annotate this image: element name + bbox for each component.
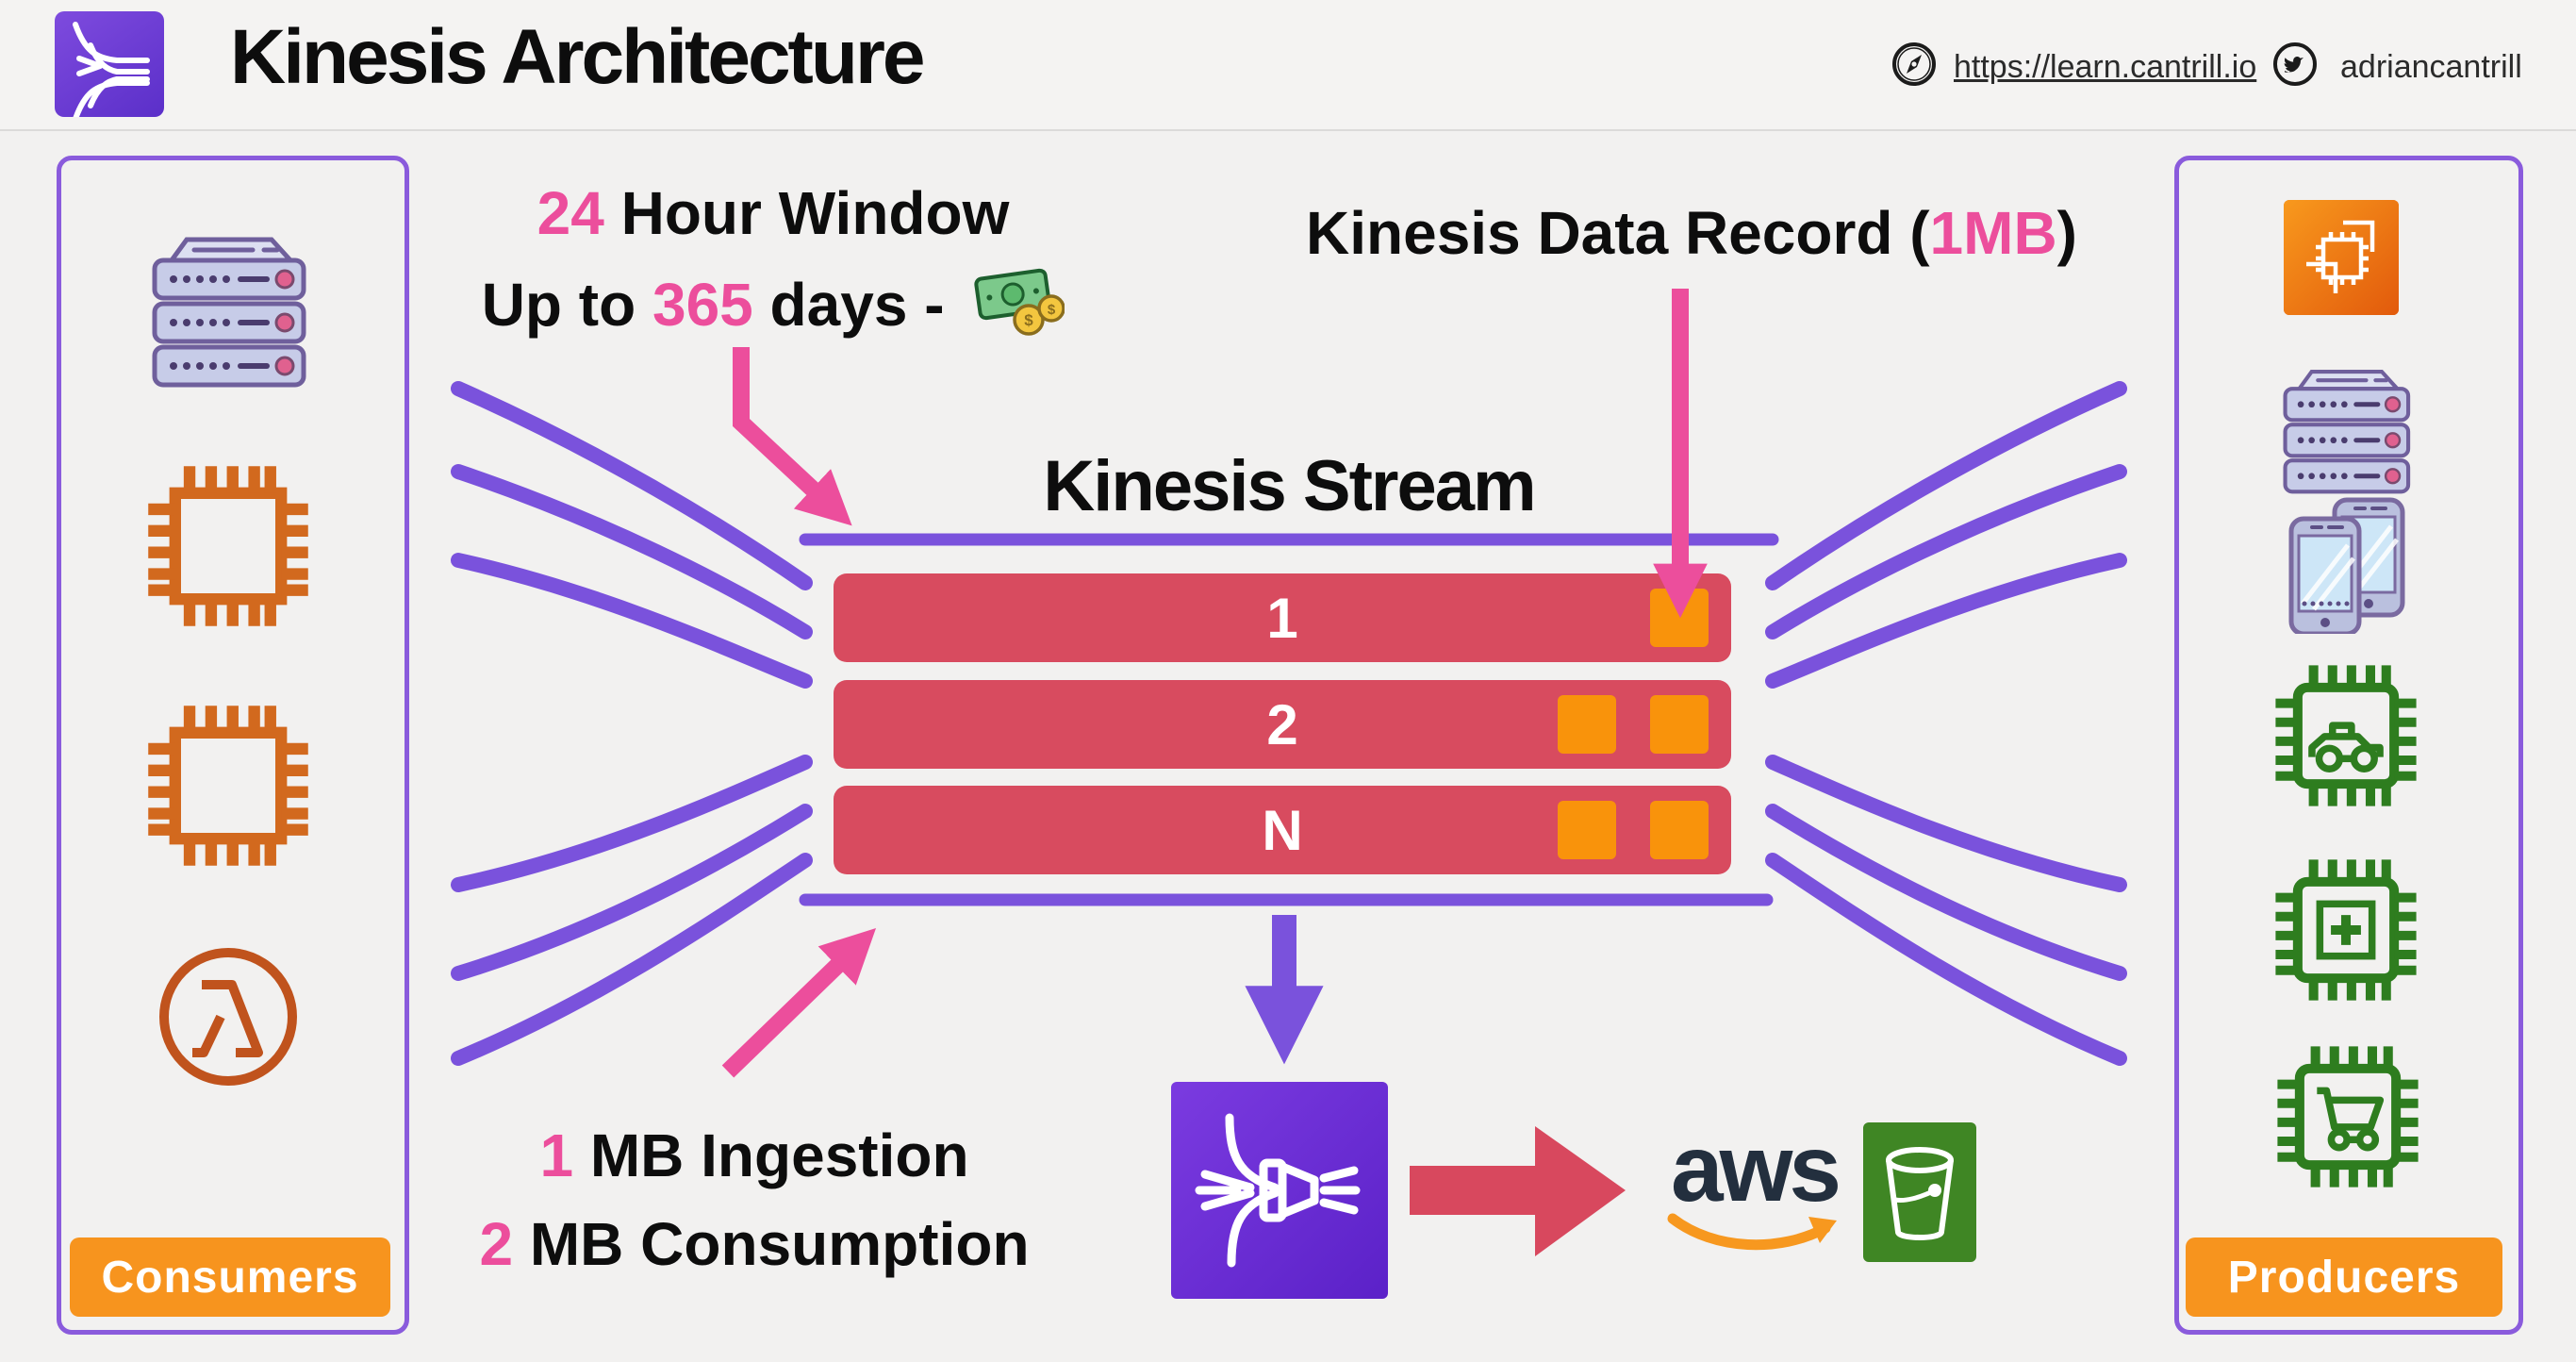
compass-icon — [1892, 42, 1936, 86]
cpu-chip-icon — [148, 706, 308, 866]
retention-hours: 24 — [537, 179, 604, 247]
retention-days: 365 — [652, 271, 753, 339]
consumption-rate: 2 — [479, 1210, 514, 1278]
server-stack-icon — [152, 237, 306, 388]
throughput-arrow — [721, 927, 877, 1078]
iot-cart-chip-icon — [2277, 1046, 2419, 1188]
svg-text:$: $ — [1048, 302, 1056, 318]
header-bar: Kinesis Architecture https://learn.cantr… — [0, 0, 2576, 131]
data-record-annotation: Kinesis Data Record (1MB) — [1306, 199, 2077, 267]
ec2-icon — [2284, 200, 2399, 315]
lambda-icon — [159, 948, 297, 1086]
kinesis-firehose-icon — [1171, 1082, 1388, 1299]
shard-row-n: N — [834, 786, 1731, 874]
data-record-square — [1650, 695, 1709, 754]
iot-medical-chip-icon — [2275, 859, 2417, 1001]
retention-arrow — [733, 347, 852, 526]
consumers-badge: Consumers — [70, 1237, 390, 1317]
shard-row-1: 1 — [834, 573, 1731, 662]
kinesis-logo-icon — [55, 11, 164, 122]
shard-label: N — [1262, 798, 1303, 862]
shard-row-2: 2 — [834, 680, 1731, 769]
server-leds-row2 — [170, 319, 270, 326]
shard-label: 1 — [1266, 586, 1298, 650]
svg-text:$: $ — [1025, 311, 1034, 329]
retention-annotation: 24 Hour Window Up to 365 days - $ $ — [443, 168, 1103, 351]
consumers-label: Consumers — [101, 1252, 359, 1303]
data-record-square — [1650, 801, 1709, 859]
mobile-devices-icon — [2288, 497, 2405, 634]
server-stack-icon — [2283, 369, 2411, 494]
data-record-square — [1558, 801, 1616, 859]
stream-title: Kinesis Stream — [1043, 446, 1536, 526]
cpu-chip-icon — [148, 466, 308, 626]
aws-logo-text: aws — [1671, 1116, 1841, 1221]
data-record-square — [1650, 589, 1709, 647]
page-title: Kinesis Architecture — [230, 14, 925, 100]
money-icon: $ $ — [974, 268, 1065, 336]
producers-badge: Producers — [2186, 1237, 2502, 1317]
site-link[interactable]: https://learn.cantrill.io — [1954, 49, 2257, 85]
twitter-handle[interactable]: adriancantrill — [2340, 49, 2522, 85]
server-leds-row1 — [170, 275, 270, 283]
consumers-panel — [57, 156, 409, 1335]
producers-panel — [2174, 156, 2523, 1335]
twitter-icon — [2273, 42, 2317, 86]
shard-label: 2 — [1266, 692, 1298, 756]
aws-smile-icon — [1667, 1213, 1837, 1251]
record-size: 1MB — [1929, 199, 2057, 267]
producers-label: Producers — [2227, 1252, 2461, 1303]
s3-bucket-icon — [1863, 1122, 1976, 1262]
data-record-square — [1558, 695, 1616, 754]
firehose-to-s3-arrow — [1410, 1126, 1626, 1256]
throughput-annotation: 1 MB Ingestion 2 MB Consumption — [479, 1121, 1030, 1278]
server-leds-row3 — [170, 362, 270, 370]
ingestion-rate: 1 — [539, 1121, 574, 1189]
iot-car-chip-icon — [2275, 665, 2417, 806]
